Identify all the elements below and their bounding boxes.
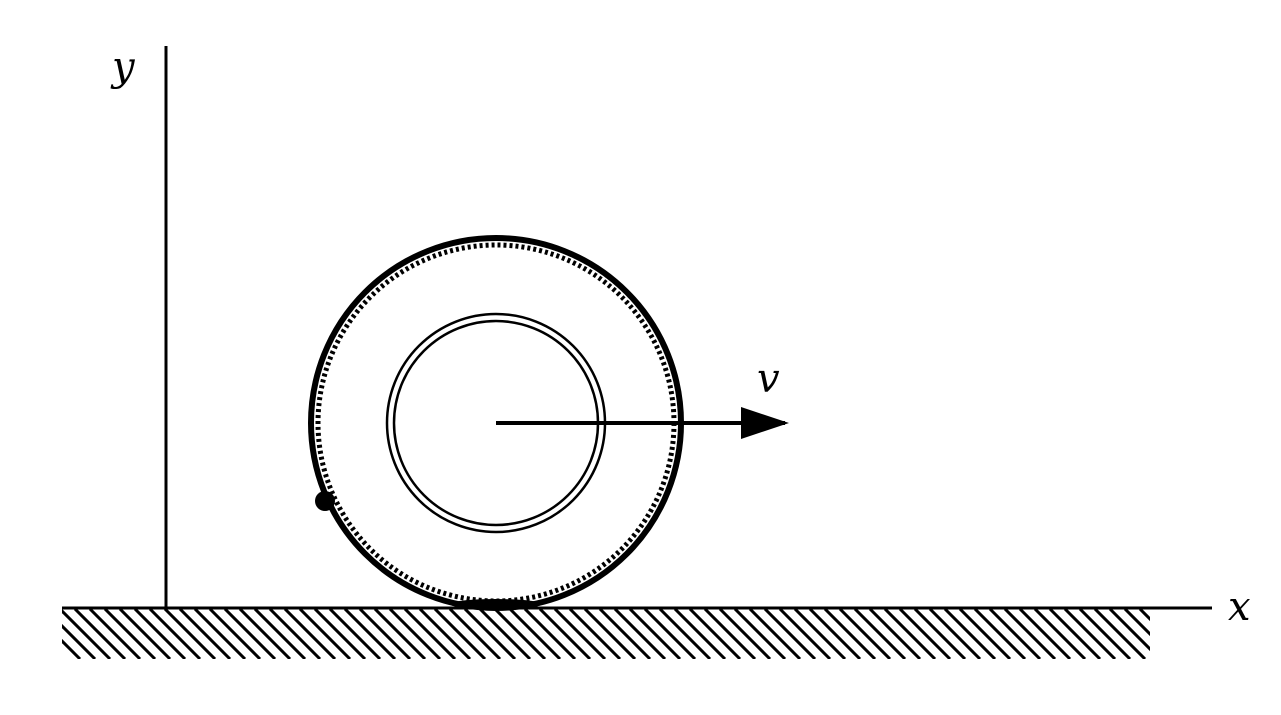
hatch-line	[598, 609, 652, 659]
marked-point	[315, 491, 335, 511]
hatch-line	[478, 609, 532, 659]
hatch-line	[688, 609, 742, 659]
hatch-line	[358, 609, 412, 659]
hatch-line	[913, 609, 967, 659]
hatch-line	[613, 609, 667, 659]
hatch-line	[223, 609, 277, 659]
hatch-line	[868, 609, 922, 659]
hatch-line	[778, 609, 832, 659]
hatch-line	[1078, 609, 1132, 659]
hatch-line	[673, 609, 727, 659]
hatch-line	[1138, 609, 1150, 622]
hatch-line	[388, 609, 442, 659]
hatch-line	[1018, 609, 1072, 659]
hatch-line	[808, 609, 862, 659]
hatch-line	[193, 609, 247, 659]
hatch-line	[148, 609, 202, 659]
hatch-line	[163, 609, 217, 659]
hatch-line	[583, 609, 637, 659]
hatch-line	[1155, 609, 1205, 659]
hatch-line	[988, 609, 1042, 659]
hatch-line	[793, 609, 847, 659]
hatch-line	[268, 609, 322, 659]
velocity-label: v	[757, 356, 780, 402]
hatch-line	[463, 609, 517, 659]
hatch-line	[373, 609, 427, 659]
hatch-line	[208, 609, 262, 659]
hatch-line	[133, 609, 187, 659]
hatch-line	[238, 609, 292, 659]
x-axis-label: x	[1228, 584, 1251, 630]
hatch-line	[823, 609, 877, 659]
hatch-line	[748, 609, 802, 659]
hatch-line	[283, 609, 337, 659]
hatch-line	[418, 609, 472, 659]
hatch-line	[1093, 609, 1147, 659]
hatch-line	[493, 609, 547, 659]
hatch-line	[343, 609, 397, 659]
hatch-line	[62, 623, 97, 659]
hatch-line	[883, 609, 937, 659]
hatch-line	[508, 609, 562, 659]
hatch-line	[538, 609, 592, 659]
hatch-line	[1003, 609, 1057, 659]
hatch-line	[943, 609, 997, 659]
hatch-line	[553, 609, 607, 659]
hatch-line	[178, 609, 232, 659]
hatch-line	[1048, 609, 1102, 659]
hatch-line	[62, 638, 82, 659]
hatch-line	[328, 609, 382, 659]
hatch-line	[733, 609, 787, 659]
hatch-line	[928, 609, 982, 659]
hatch-line	[253, 609, 307, 659]
hatch-line	[568, 609, 622, 659]
hatch-line	[103, 609, 157, 659]
hatch-line	[313, 609, 367, 659]
hatch-line	[448, 609, 502, 659]
hatch-line	[523, 609, 577, 659]
hatch-line	[958, 609, 1012, 659]
y-axis-label: y	[110, 44, 136, 90]
hatch-line	[88, 609, 142, 659]
contact-patch	[450, 599, 542, 609]
hatch-line	[628, 609, 682, 659]
hatch-line	[718, 609, 772, 659]
hatch-line	[1033, 609, 1087, 659]
hatch-line	[1170, 609, 1220, 659]
ground-hatching	[62, 609, 1220, 659]
hatch-line	[403, 609, 457, 659]
hatch-line	[898, 609, 952, 659]
hatch-line	[838, 609, 892, 659]
hatch-line	[643, 609, 697, 659]
hatch-line	[763, 609, 817, 659]
hatch-line	[1123, 609, 1150, 637]
hatch-line	[703, 609, 757, 659]
hatch-line	[433, 609, 487, 659]
hatch-line	[658, 609, 712, 659]
hatch-line	[973, 609, 1027, 659]
hatch-line	[1108, 609, 1150, 652]
hatch-line	[853, 609, 907, 659]
hatch-line	[118, 609, 172, 659]
hatch-line	[1063, 609, 1117, 659]
hatch-line	[62, 609, 112, 659]
hatch-line	[298, 609, 352, 659]
hatch-line	[73, 609, 127, 659]
